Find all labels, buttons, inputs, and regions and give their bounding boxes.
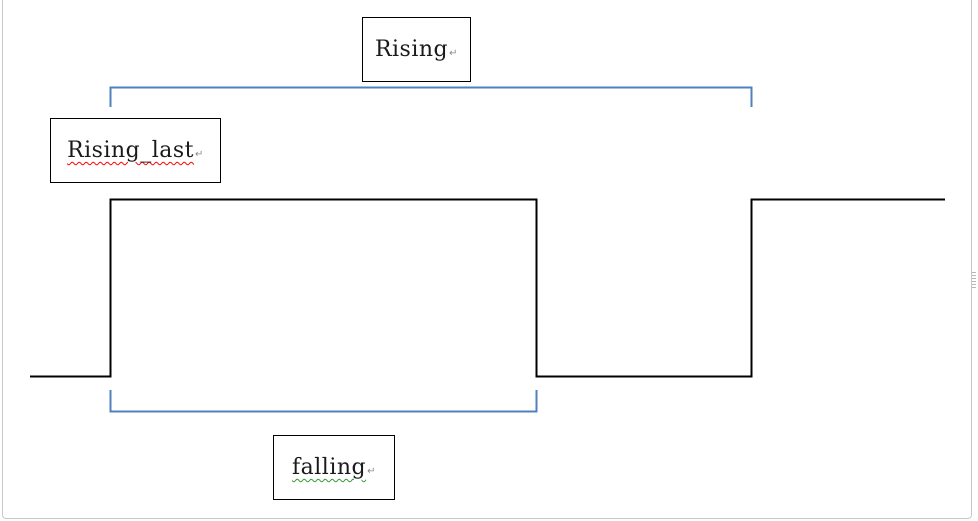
rising-bracket xyxy=(109,86,753,107)
square-wave-signal xyxy=(30,198,945,378)
paragraph-mark-icon: ↵ xyxy=(195,149,204,160)
falling-label-box[interactable]: falling↵ xyxy=(273,435,395,500)
falling-label: falling xyxy=(291,455,367,480)
resize-grip-icon[interactable] xyxy=(972,272,976,288)
falling-bracket xyxy=(109,390,538,413)
rising-label-box[interactable]: Rising↵ xyxy=(362,17,471,82)
rising-label: Rising xyxy=(374,37,449,62)
rising-last-label: Rising_last xyxy=(67,138,195,163)
paragraph-mark-icon: ↵ xyxy=(449,48,459,59)
rising-last-label-box[interactable]: Rising_last↵ xyxy=(50,118,221,183)
paragraph-mark-icon: ↵ xyxy=(367,466,376,477)
